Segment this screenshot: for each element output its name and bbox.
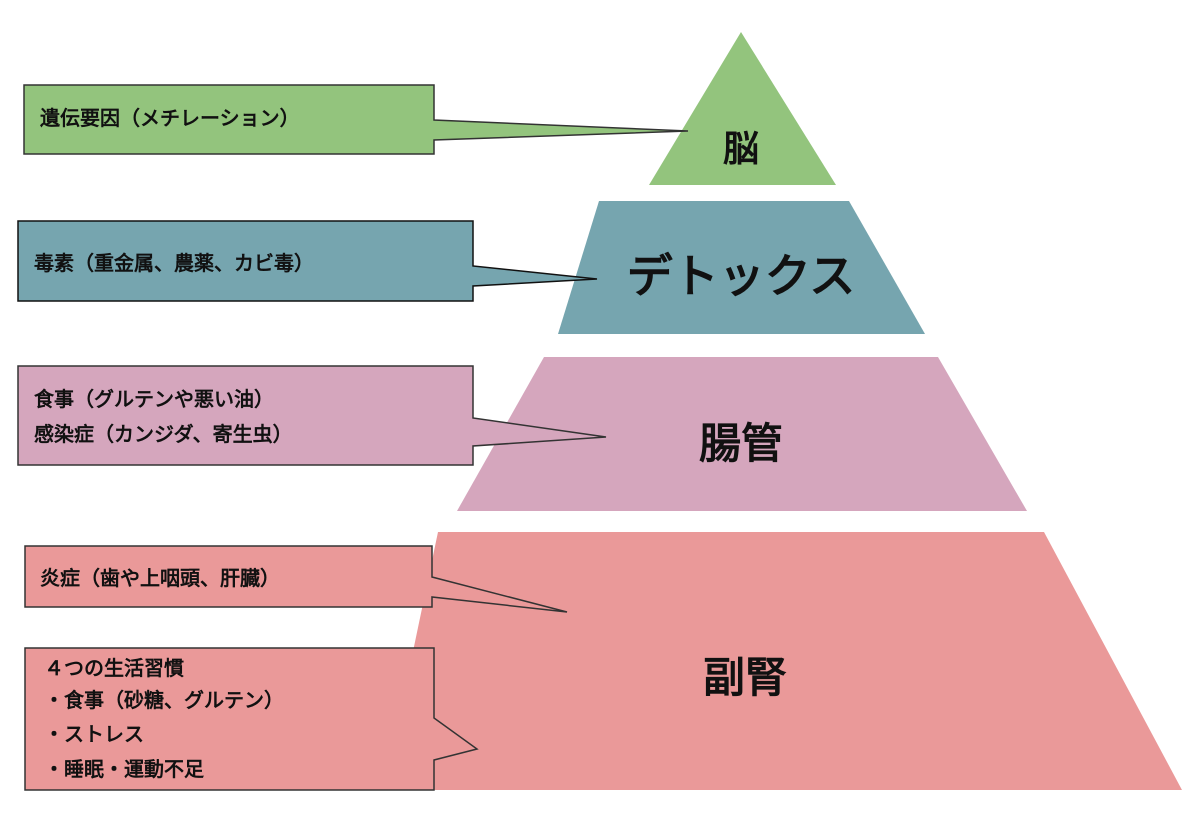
- tier-label-brain: 脳: [723, 129, 759, 170]
- tier-label-adrenal: 副腎: [703, 653, 787, 702]
- callout-detox-line-1: 毒素（重金属、農薬、カビ毒）: [34, 251, 314, 275]
- tier-adrenal: [384, 532, 1182, 790]
- callout-adrenal-lifestyle-line-1: ４つの生活習慣: [44, 656, 184, 680]
- callout-brain-line-1: 遺伝要因（メチレーション）: [40, 106, 300, 130]
- callout-brain-shape: [23, 84, 689, 155]
- tier-label-gut: 腸管: [699, 419, 783, 468]
- callout-detox-shape: [17, 220, 598, 302]
- callout-adrenal-lifestyle-line-3: ・ストレス: [44, 722, 144, 746]
- callout-detox: 毒素（重金属、農薬、カビ毒）: [17, 220, 598, 302]
- callout-adrenal-inflammation-shape: [24, 545, 568, 613]
- callout-gut-shape: [17, 365, 607, 466]
- callout-adrenal-lifestyle: ４つの生活習慣 ・食事（砂糖、グルテン） ・ストレス ・睡眠・運動不足: [24, 647, 479, 791]
- tier-brain: [649, 32, 836, 185]
- callout-gut: 食事（グルテンや悪い油） 感染症（カンジダ、寄生虫）: [17, 365, 607, 466]
- callout-adrenal-inflammation-line-1: 炎症（歯や上咽頭、肝臓）: [40, 566, 280, 590]
- callout-adrenal-lifestyle-line-2: ・食事（砂糖、グルテン）: [44, 688, 284, 712]
- tier-gut: [457, 357, 1027, 511]
- callout-adrenal-inflammation: 炎症（歯や上咽頭、肝臓）: [24, 545, 568, 613]
- callout-adrenal-lifestyle-shape: [24, 647, 479, 791]
- tier-detox: [558, 201, 925, 334]
- callout-brain: 遺伝要因（メチレーション）: [23, 84, 689, 155]
- tier-label-detox: デトックス: [627, 249, 856, 303]
- callout-gut-line-1: 食事（グルテンや悪い油）: [34, 387, 274, 411]
- callout-adrenal-lifestyle-line-4: ・睡眠・運動不足: [44, 757, 205, 781]
- callout-gut-line-2: 感染症（カンジダ、寄生虫）: [34, 422, 293, 446]
